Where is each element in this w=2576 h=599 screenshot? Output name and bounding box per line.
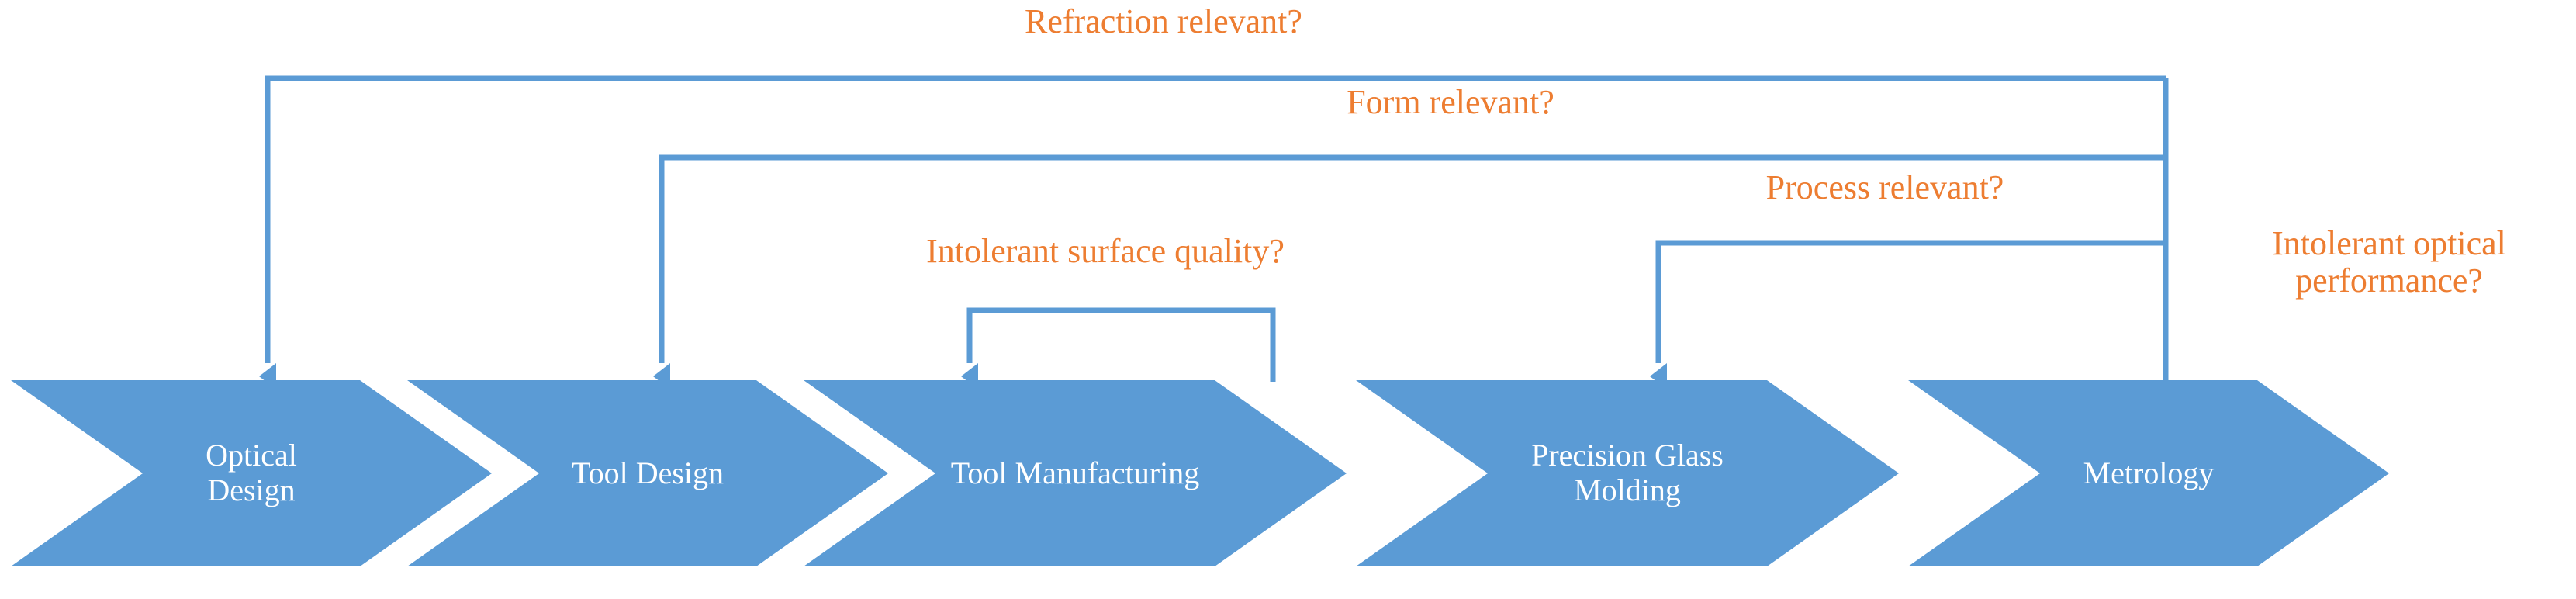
process-step-label: Precision Glass Molding <box>1531 438 1724 507</box>
feedback-label-process-relevant: Process relevant? <box>1765 168 2004 206</box>
process-step-label: Tool Manufacturing <box>950 455 1200 490</box>
feedback-label-form-relevant: Form relevant? <box>1347 83 1554 121</box>
process-step-label: Metrology <box>2083 455 2215 490</box>
process-step-label: Tool Design <box>571 455 724 490</box>
feedback-label-refraction-relevant: Refraction relevant? <box>1025 2 1302 40</box>
connector-tool-manufacturing-self-loop <box>961 307 1276 390</box>
connector-metrology-to-tool-design <box>653 154 2166 390</box>
feedback-label-intolerant-surface-quality: Intolerant surface quality? <box>926 232 1285 270</box>
feedback-label-intolerant-optical-performance: Intolerant optical performance? <box>2272 224 2506 300</box>
connector-metrology-to-precision-glass-molding <box>1650 240 2166 390</box>
process-step-label: Optical Design <box>206 438 297 507</box>
connector-metrology-to-optical-design <box>259 75 2166 390</box>
